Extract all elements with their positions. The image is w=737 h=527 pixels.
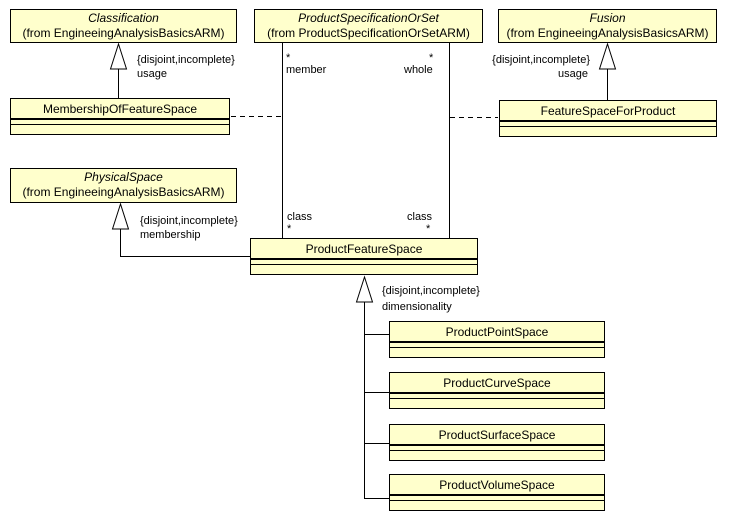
class-name: ProductPointSpace <box>390 322 604 343</box>
role-label-usage-right: usage <box>558 68 588 80</box>
class-name: ProductVolumeSpace <box>390 475 604 496</box>
class-box-product-point-space: ProductPointSpace <box>389 321 605 358</box>
constraint-label-dimensionality: {disjoint,incomplete} <box>382 285 480 297</box>
class-name: ProductSpecificationOrSet <box>298 11 439 25</box>
attributes-compartment <box>251 260 477 265</box>
class-name: Classification <box>88 11 159 25</box>
constraint-label-usage-right: {disjoint,incomplete} <box>492 54 590 66</box>
role-label-membership: membership <box>140 229 201 241</box>
attributes-compartment <box>390 343 604 348</box>
multiplicity-label-class-left: * <box>287 223 292 235</box>
generalization-membership-line <box>120 229 250 257</box>
multiplicity-label-whole: * <box>429 52 434 64</box>
generalization-dimensionality-arrowhead <box>355 275 374 303</box>
operations-compartment <box>390 451 604 457</box>
generalization-usage-left-arrowhead <box>109 42 128 70</box>
class-box-product-surface-space: ProductSurfaceSpace <box>389 424 605 461</box>
role-label-usage-left: usage <box>137 68 167 80</box>
operations-compartment <box>390 348 604 354</box>
class-package: (from ProductSpecificationOrSetARM) <box>267 26 470 40</box>
multiplicity-label-member: * <box>286 52 291 64</box>
generalization-membership-arrowhead <box>111 202 130 230</box>
constraint-label-usage-left: {disjoint,incomplete} <box>137 54 235 66</box>
class-box-product-specification-or-set: ProductSpecificationOrSet (from ProductS… <box>254 9 483 43</box>
role-label-whole: whole <box>404 64 433 76</box>
attributes-compartment <box>390 496 604 501</box>
class-box-classification: Classification (from EngineeingAnalysisB… <box>10 9 237 43</box>
class-name: FeatureSpaceForProduct <box>500 101 716 122</box>
class-package: (from EngineeingAnalysisBasicsARM) <box>22 26 225 40</box>
role-label-class-right: class <box>407 211 433 223</box>
class-package: (from EngineeingAnalysisBasicsARM) <box>506 26 709 40</box>
class-name: Fusion <box>589 11 626 25</box>
class-box-membership-of-feature-space: MembershipOfFeatureSpace <box>10 98 230 135</box>
attributes-compartment <box>11 120 229 125</box>
role-label-dimensionality: dimensionality <box>382 301 452 313</box>
attributes-compartment <box>390 446 604 451</box>
class-package: (from EngineeingAnalysisBasicsARM) <box>22 185 225 199</box>
class-box-fusion: Fusion (from EngineeingAnalysisBasicsARM… <box>498 9 717 43</box>
role-label-class-left: class <box>287 211 313 223</box>
operations-compartment <box>11 125 229 131</box>
class-name: PhysicalSpace <box>84 170 163 184</box>
class-name: MembershipOfFeatureSpace <box>11 99 229 120</box>
attributes-compartment <box>500 122 716 127</box>
generalization-usage-right-arrowhead <box>598 42 617 70</box>
attributes-compartment <box>390 394 604 399</box>
multiplicity-label-class-right: * <box>426 223 431 235</box>
class-box-product-curve-space: ProductCurveSpace <box>389 372 605 409</box>
class-box-product-feature-space: ProductFeatureSpace <box>250 238 478 275</box>
constraint-label-membership: {disjoint,incomplete} <box>140 215 238 227</box>
class-box-physical-space: PhysicalSpace (from EngineeingAnalysisBa… <box>10 168 237 203</box>
operations-compartment <box>390 399 604 405</box>
class-name: ProductSurfaceSpace <box>390 425 604 446</box>
class-box-feature-space-for-product: FeatureSpaceForProduct <box>499 100 717 137</box>
operations-compartment <box>500 127 716 133</box>
class-name: ProductFeatureSpace <box>251 239 477 260</box>
role-label-member: member <box>286 64 327 76</box>
operations-compartment <box>390 501 604 507</box>
class-box-product-volume-space: ProductVolumeSpace <box>389 474 605 511</box>
operations-compartment <box>251 265 477 271</box>
class-name: ProductCurveSpace <box>390 373 604 394</box>
